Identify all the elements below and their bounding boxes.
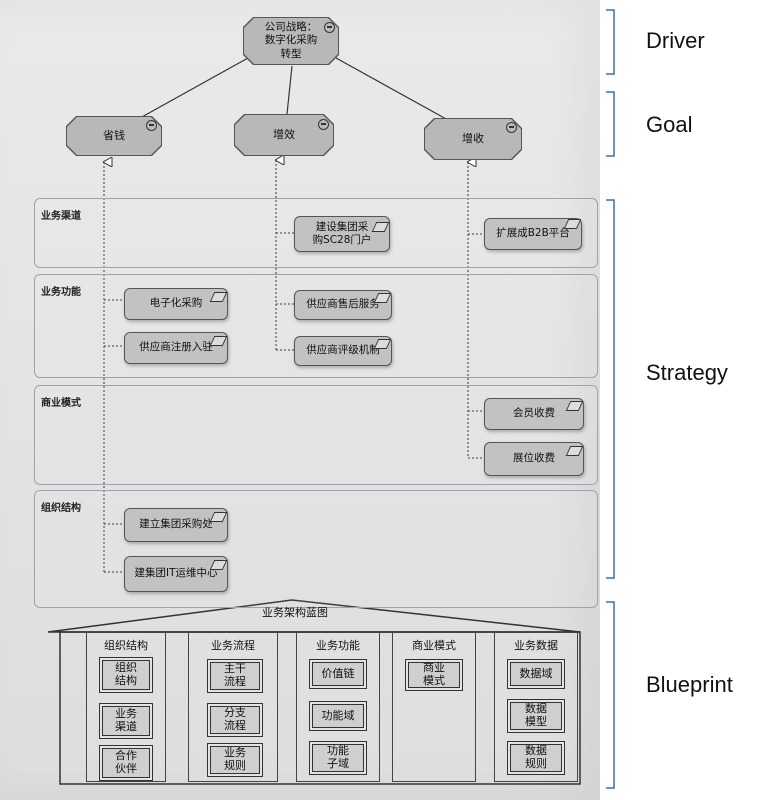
strategy-label: 建立集团采购处 — [139, 518, 213, 531]
blueprint-item-label: 分支 流程 — [224, 706, 246, 732]
blueprint-item[interactable]: 数据 规则 — [507, 741, 565, 775]
goal-label: 增收 — [462, 132, 484, 146]
strategy-b2b-platform[interactable]: 扩展成B2B平台 — [484, 218, 582, 250]
blueprint-item[interactable]: 数据 模型 — [507, 699, 565, 733]
strategy-label: 会员收费 — [513, 407, 555, 420]
blueprint-item-label: 业务 规则 — [224, 746, 246, 772]
strategy-booth-fee[interactable]: 展位收费 — [484, 442, 584, 476]
blueprint-item[interactable]: 功能 子域 — [309, 741, 367, 775]
blueprint-item-label: 数据 规则 — [525, 744, 547, 770]
blueprint-column-business-model: 商业模式 商业 模式 — [392, 632, 476, 782]
strategy-label: 扩展成B2B平台 — [496, 227, 570, 240]
target-icon — [324, 22, 335, 33]
lane-label: 组织结构 — [41, 503, 81, 514]
driver-goal-link-3 — [335, 57, 449, 121]
driver-goal-link-1 — [139, 57, 249, 119]
blueprint-item[interactable]: 功能域 — [309, 701, 367, 731]
strategy-label: 电子化采购 — [149, 297, 203, 310]
blueprint-item[interactable]: 分支 流程 — [207, 703, 263, 737]
blueprint-item-label: 商业 模式 — [423, 661, 445, 687]
blueprint-column-data: 业务数据 数据域 数据 模型 数据 规则 — [494, 632, 578, 782]
blueprint-item-label: 数据域 — [519, 666, 553, 680]
strategy-label: 建设集团采 购SC28门户 — [312, 220, 372, 246]
lane-organization: 组织结构 — [34, 490, 598, 608]
blueprint-column-title: 业务流程 — [211, 639, 255, 652]
strategy-supplier-service[interactable]: 供应商售后服务 — [294, 290, 392, 320]
strategy-label: 建集团IT运维中心 — [134, 567, 218, 580]
lane-label: 商业模式 — [41, 398, 81, 409]
blueprint-item[interactable]: 业务 规则 — [207, 743, 263, 777]
blueprint-item[interactable]: 数据域 — [507, 659, 565, 689]
blueprint-item[interactable]: 主干 流程 — [207, 659, 263, 693]
blueprint-item[interactable]: 组织 结构 — [99, 657, 153, 693]
lane-label: 业务渠道 — [41, 211, 81, 222]
goal-bracket — [606, 91, 615, 157]
strategy-label: 展位收费 — [513, 452, 555, 465]
strategy-it-ops-center[interactable]: 建集团IT运维中心 — [124, 556, 228, 592]
driver-goal-link-2 — [286, 65, 293, 115]
goal-node-efficiency[interactable]: 增效 — [235, 115, 333, 155]
goal-icon — [506, 122, 517, 133]
goal-icon — [318, 119, 329, 130]
blueprint-column-title: 业务功能 — [316, 639, 360, 652]
blueprint-title: 业务架构蓝图 — [262, 606, 328, 619]
blueprint-column-title: 组织结构 — [104, 639, 148, 652]
goal-label: 增效 — [273, 128, 295, 142]
blueprint-item-label: 组织 结构 — [115, 661, 137, 687]
side-label-goal: Goal — [646, 112, 693, 137]
strategy-group-procurement-office[interactable]: 建立集团采购处 — [124, 508, 228, 542]
blueprint-column-organization: 组织结构 组织 结构 业务 渠道 合作 伙伴 — [86, 632, 166, 782]
strategy-bracket — [606, 199, 615, 579]
blueprint-bracket — [606, 601, 615, 789]
strategy-supplier-register[interactable]: 供应商注册入驻 — [124, 332, 228, 364]
blueprint-item-label: 主干 流程 — [224, 662, 246, 688]
strategy-e-procurement[interactable]: 电子化采购 — [124, 288, 228, 320]
goal-label: 省钱 — [103, 129, 125, 143]
driver-bracket — [606, 9, 615, 75]
blueprint-column-title: 商业模式 — [412, 639, 456, 652]
driver-node[interactable]: 公司战略： 数字化采购 转型 — [244, 18, 338, 64]
blueprint-item[interactable]: 业务 渠道 — [99, 703, 153, 739]
blueprint-item-label: 价值链 — [321, 666, 355, 680]
driver-label: 公司战略： 数字化采购 转型 — [264, 21, 318, 60]
side-label-strategy: Strategy — [646, 360, 728, 385]
blueprint-item-label: 数据 模型 — [525, 702, 547, 728]
blueprint-column-function: 业务功能 价值链 功能域 功能 子域 — [296, 632, 380, 782]
blueprint-column-process: 业务流程 主干 流程 分支 流程 业务 规则 — [188, 632, 278, 782]
side-label-driver: Driver — [646, 28, 705, 53]
strategy-label: 供应商售后服务 — [306, 298, 380, 311]
blueprint-column-title: 业务数据 — [514, 639, 558, 652]
goal-icon — [146, 120, 157, 131]
blueprint-item-label: 业务 渠道 — [115, 707, 137, 733]
goal-node-revenue[interactable]: 增收 — [425, 119, 521, 159]
strategy-label: 供应商评级机制 — [306, 344, 380, 357]
blueprint-item-label: 合作 伙伴 — [115, 749, 137, 775]
lane-label: 业务功能 — [41, 287, 81, 298]
strategy-label: 供应商注册入驻 — [139, 341, 213, 354]
strategy-sc28-portal[interactable]: 建设集团采 购SC28门户 — [294, 216, 390, 252]
strategy-member-fee[interactable]: 会员收费 — [484, 398, 584, 430]
blueprint-item[interactable]: 价值链 — [309, 659, 367, 689]
goal-node-save[interactable]: 省钱 — [67, 117, 161, 155]
side-label-blueprint: Blueprint — [646, 672, 733, 697]
blueprint-item[interactable]: 合作 伙伴 — [99, 745, 153, 781]
strategy-supplier-rating[interactable]: 供应商评级机制 — [294, 336, 392, 366]
blueprint-item-label: 功能域 — [321, 708, 355, 722]
blueprint-item-label: 功能 子域 — [327, 744, 349, 770]
blueprint-item[interactable]: 商业 模式 — [405, 659, 463, 691]
